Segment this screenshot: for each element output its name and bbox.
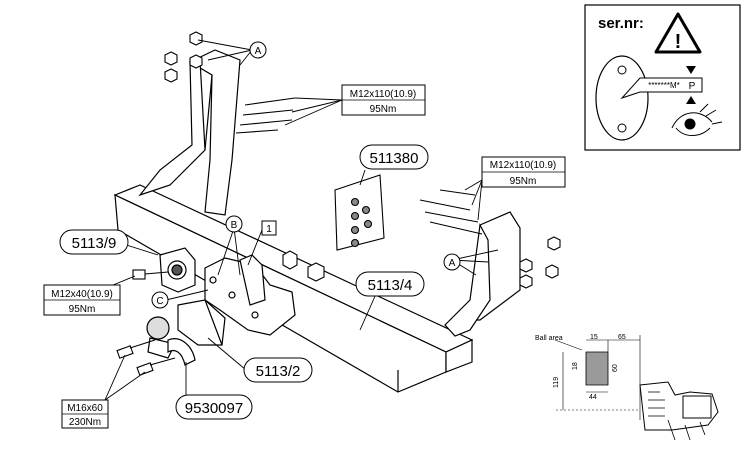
socket-part-511380 — [334, 174, 385, 251]
svg-text:A: A — [449, 258, 456, 269]
svg-text:A: A — [255, 46, 262, 57]
svg-text:95Nm: 95Nm — [370, 104, 397, 115]
svg-text:M12x110(10.9): M12x110(10.9) — [350, 89, 417, 100]
callout-b: B — [225, 215, 243, 233]
ball-area-detail: Ball area 15 65 18 60 44 119 — [535, 334, 719, 441]
center-mount — [177, 254, 296, 346]
right-bracket — [444, 211, 521, 337]
tow-ball — [146, 316, 196, 366]
callout-a-top: A — [249, 41, 267, 59]
callout-a-right: A — [443, 253, 461, 271]
bolts-ball — [116, 339, 176, 376]
svg-text:M12x40(10.9): M12x40(10.9) — [51, 289, 113, 300]
svg-text:!: ! — [675, 31, 682, 53]
spec-box-ball: M16x60 230Nm — [61, 399, 109, 429]
nuts-center — [282, 250, 325, 282]
svg-text:Ball area: Ball area — [535, 335, 563, 342]
part-label-9530097: 9530097 — [175, 394, 253, 420]
socket-plate — [159, 247, 196, 293]
svg-text:15: 15 — [590, 334, 598, 341]
left-bracket — [138, 49, 241, 216]
part-label-5113-9: 5113/9 — [59, 229, 129, 255]
nuts-right — [519, 236, 561, 289]
svg-text:5113/4: 5113/4 — [368, 277, 413, 294]
svg-text:230Nm: 230Nm — [69, 417, 101, 428]
svg-text:1: 1 — [266, 224, 272, 235]
part-label-5113-2: 5113/2 — [243, 357, 313, 383]
plate-text: *******M* — [648, 81, 680, 90]
spec-box-left: M12x40(10.9) 95Nm — [43, 284, 121, 316]
bolt-left — [132, 269, 169, 280]
serial-title: ser.nr: — [598, 15, 644, 32]
svg-text:119: 119 — [553, 377, 560, 388]
leader-lines — [104, 39, 499, 401]
spec-box-top: M12x110(10.9) 95Nm — [341, 84, 426, 116]
callout-c: C — [151, 291, 169, 309]
svg-text:60: 60 — [612, 364, 619, 372]
svg-text:M12x110(10.9): M12x110(10.9) — [490, 160, 557, 171]
plate-letter: P — [689, 81, 696, 92]
svg-text:95Nm: 95Nm — [510, 176, 537, 187]
spec-box-right: M12x110(10.9) 95Nm — [481, 156, 566, 188]
callout-item-1: 1 — [261, 220, 277, 236]
svg-text:C: C — [156, 296, 163, 307]
svg-text:65: 65 — [618, 334, 626, 341]
eye-icon — [671, 103, 723, 136]
svg-text:9530097: 9530097 — [185, 400, 243, 417]
svg-text:5113/2: 5113/2 — [256, 363, 301, 380]
svg-text:B: B — [231, 220, 238, 231]
svg-text:95Nm: 95Nm — [69, 304, 96, 315]
svg-text:M16x60: M16x60 — [67, 403, 103, 414]
serial-number-box: ser.nr: ! *******M* P — [584, 4, 741, 151]
svg-text:44: 44 — [589, 394, 597, 401]
bolts-top — [235, 97, 296, 134]
nuts-top-left — [164, 31, 203, 83]
svg-text:5113/9: 5113/9 — [72, 235, 117, 252]
warning-icon: ! — [654, 12, 702, 54]
svg-text:18: 18 — [572, 362, 579, 370]
bolts-right — [419, 189, 483, 235]
svg-text:511380: 511380 — [370, 150, 419, 167]
part-label-511380: 511380 — [359, 144, 429, 170]
part-label-5113-4: 5113/4 — [355, 271, 425, 297]
